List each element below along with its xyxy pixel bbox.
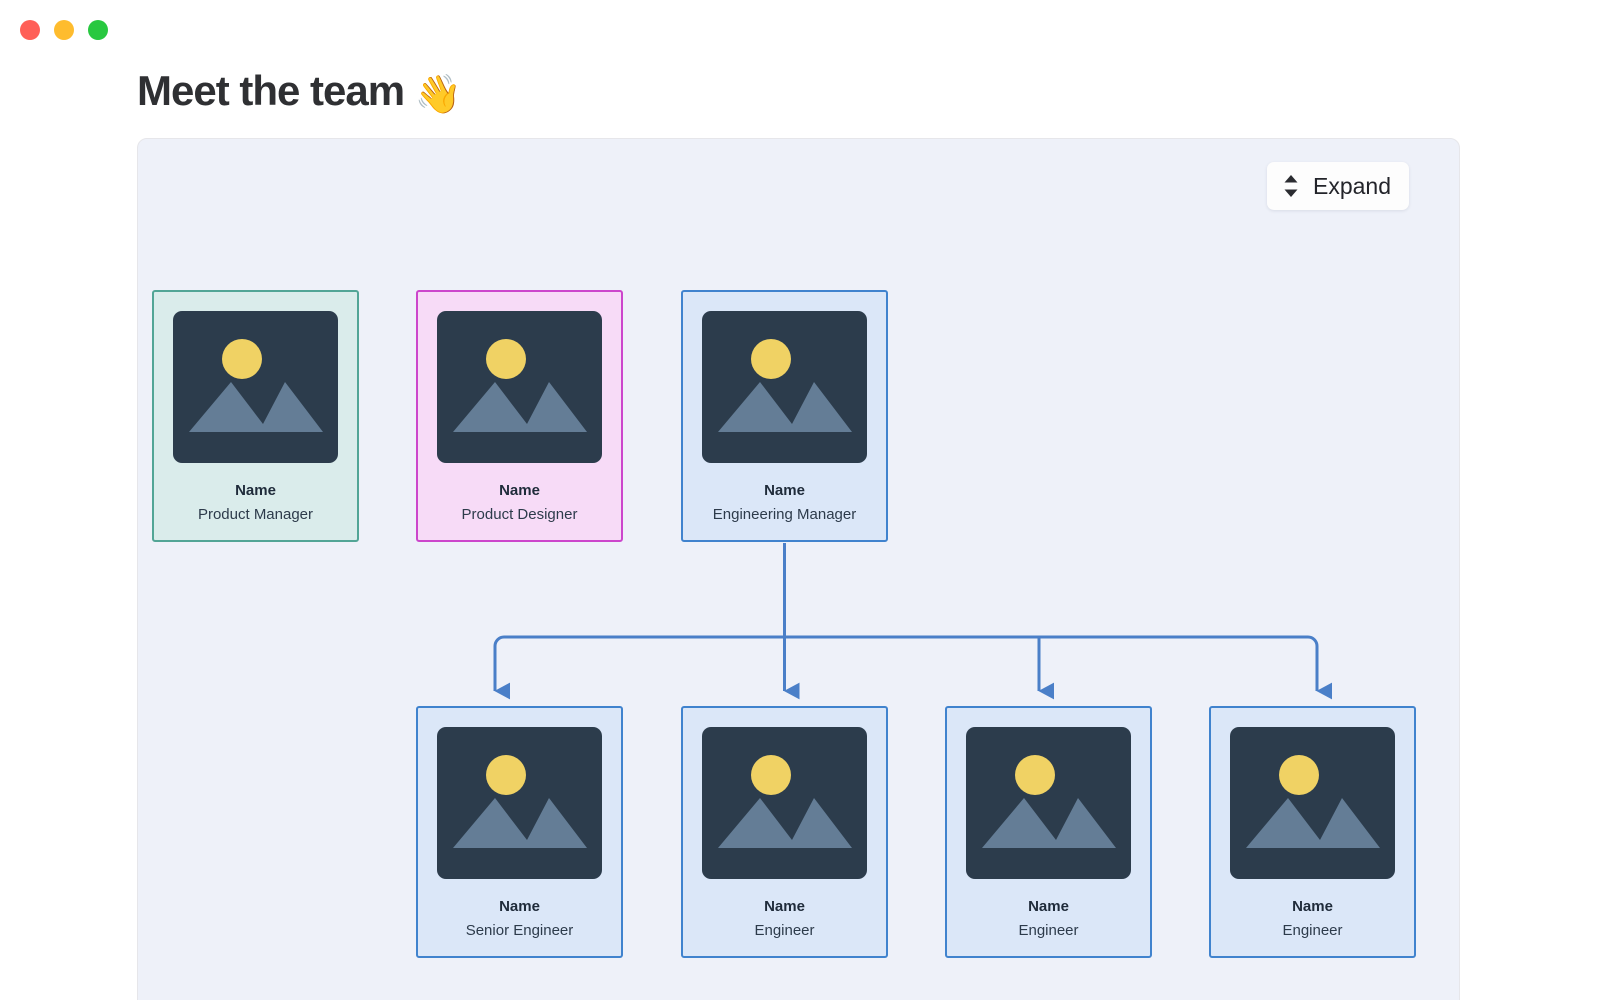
person-name: Name [1292,898,1333,915]
waving-hand-emoji: 👋 [414,74,462,116]
image-placeholder-icon [702,727,867,879]
person-role: Product Manager [197,506,314,523]
person-role: Engineering Manager [712,506,857,523]
person-role: Senior Engineer [465,922,574,939]
person-name: Name [235,482,276,499]
person-name: Name [499,482,540,499]
image-placeholder-icon [966,727,1131,879]
window-controls [20,20,108,40]
person-name: Name [1028,898,1069,915]
image-placeholder-icon [437,727,602,879]
person-card-engineer-3[interactable]: Name Engineer [1209,706,1416,958]
image-placeholder-icon [1230,727,1395,879]
person-card-product-designer[interactable]: Name Product Designer [416,290,623,542]
person-role: Product Designer [461,506,578,523]
maximize-window-button[interactable] [88,20,108,40]
image-placeholder-icon [702,311,867,463]
image-placeholder-icon [437,311,602,463]
person-name: Name [764,482,805,499]
person-card-engineering-manager[interactable]: Name Engineering Manager [681,290,888,542]
person-card-engineer-1[interactable]: Name Engineer [681,706,888,958]
image-placeholder-icon [173,311,338,463]
person-card-product-manager[interactable]: Name Product Manager [152,290,359,542]
org-chart-canvas[interactable]: Expand [137,138,1460,1000]
person-role: Engineer [1282,922,1343,939]
minimize-window-button[interactable] [54,20,74,40]
person-name: Name [764,898,805,915]
person-role: Engineer [754,922,815,939]
chevron-up-down-icon [1281,173,1301,199]
person-card-senior-engineer[interactable]: Name Senior Engineer [416,706,623,958]
person-name: Name [499,898,540,915]
person-role: Engineer [1018,922,1079,939]
page-title: Meet the team 👋 [137,66,462,119]
person-card-engineer-2[interactable]: Name Engineer [945,706,1152,958]
close-window-button[interactable] [20,20,40,40]
expand-button-label: Expand [1312,172,1391,199]
page-title-text: Meet the team [137,67,405,114]
expand-button[interactable]: Expand [1266,162,1409,210]
